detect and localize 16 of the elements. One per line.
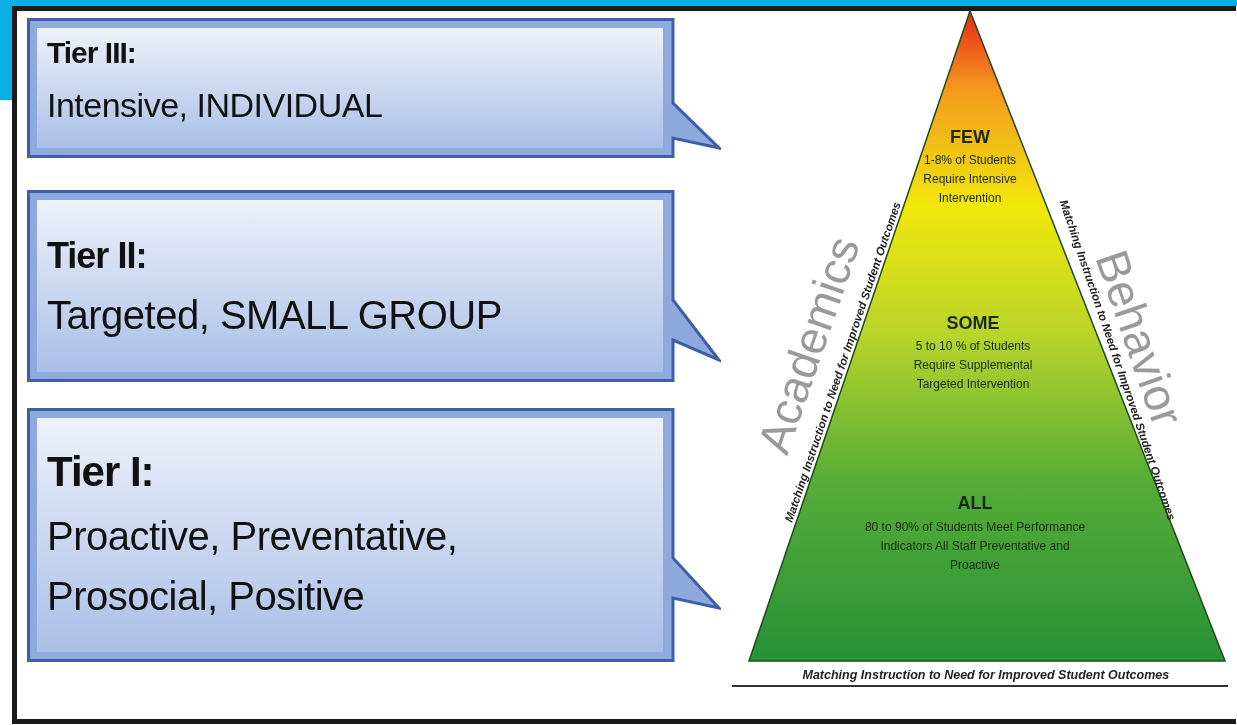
level-heading: FEW (949, 127, 991, 147)
tier-description: Proactive, Preventative, Prosocial, Positive (47, 513, 459, 620)
callout-box (27, 408, 721, 662)
level-description: 1-8% of Students Require Intensive Intervention (922, 152, 1018, 207)
level-description: 5 to 10 % of Students Require Supplemental Targeted Intervention (912, 338, 1034, 393)
callout-box (27, 18, 721, 158)
tier-heading: Tier II: (47, 235, 147, 277)
tier-heading: Tier III: (47, 36, 136, 70)
tier-description: Intensive, INDIVIDUAL (47, 85, 384, 126)
tier-description: Targeted, SMALL GROUP (47, 292, 503, 339)
tier-heading: Tier I: (47, 448, 154, 496)
level-heading: SOME (945, 313, 1001, 333)
callout-box (27, 190, 721, 382)
level-description: 80 to 90% of Students Meet Performance Indicators All Staff Preventative and Proactive (863, 519, 1087, 574)
pyramid (748, 10, 1226, 662)
level-heading: ALL (956, 493, 994, 513)
